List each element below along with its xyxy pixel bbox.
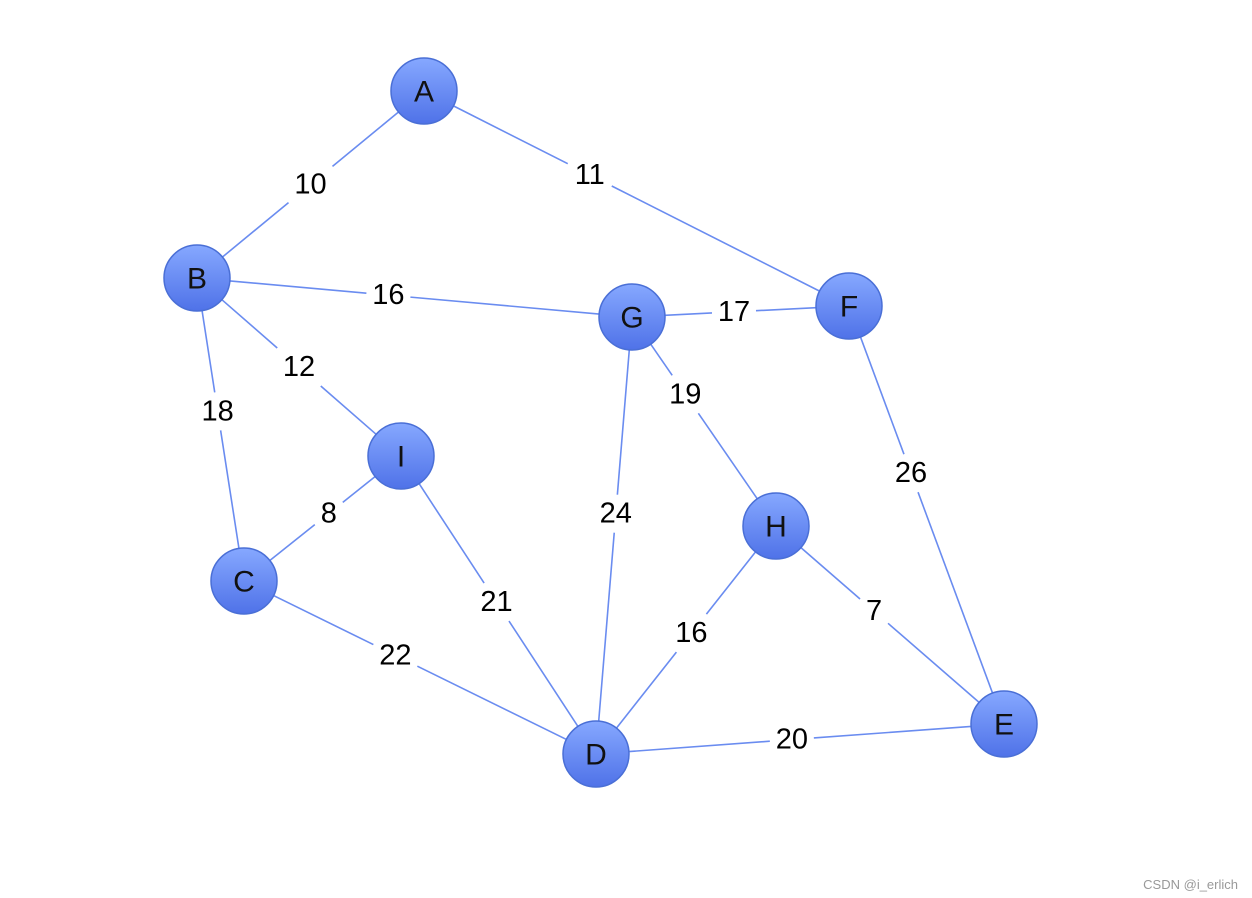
watermark: CSDN @i_erlich bbox=[1143, 877, 1238, 892]
node-E: E bbox=[970, 690, 1038, 758]
node-circle-E bbox=[970, 690, 1038, 758]
edge-weights-layer: 10 11 16 12 18 17 19 24 26 8 21 22 16 7 20 bbox=[202, 159, 928, 756]
edge-weight-B-I: 12 bbox=[283, 351, 315, 383]
edge-C-D-end bbox=[417, 665, 567, 741]
node-circle-H bbox=[742, 492, 810, 560]
edge-weight-I-D: 21 bbox=[480, 586, 512, 618]
node-F: F bbox=[815, 272, 883, 340]
node-G: G bbox=[598, 283, 666, 351]
node-D: D bbox=[562, 720, 630, 788]
node-circle-D bbox=[562, 720, 630, 788]
edge-H-D-start bbox=[705, 551, 757, 615]
node-label-I: I bbox=[397, 441, 405, 474]
edge-weight-H-D: 16 bbox=[675, 617, 707, 649]
edge-B-I-start bbox=[221, 299, 278, 349]
node-label-F: F bbox=[840, 291, 858, 324]
node-B: B bbox=[163, 244, 231, 312]
edge-B-G-start bbox=[229, 280, 367, 294]
edge-G-H-start bbox=[650, 343, 673, 376]
edge-weight-C-D: 22 bbox=[379, 639, 411, 671]
edge-F-E-end bbox=[917, 491, 994, 694]
edge-B-G-end bbox=[410, 296, 600, 315]
edge-weight-D-E: 20 bbox=[776, 724, 808, 756]
node-label-D: D bbox=[585, 739, 607, 772]
edge-C-D-start bbox=[273, 594, 374, 646]
node-label-B: B bbox=[187, 263, 207, 296]
node-label-E: E bbox=[994, 709, 1014, 742]
node-circle-B bbox=[163, 244, 231, 312]
edge-H-D-end bbox=[615, 651, 678, 729]
edge-G-F-start bbox=[664, 312, 713, 317]
edge-weight-H-E: 7 bbox=[866, 595, 882, 627]
node-label-A: A bbox=[414, 76, 434, 109]
edge-weight-A-B: 10 bbox=[294, 169, 326, 201]
node-circle-G bbox=[598, 283, 666, 351]
edge-D-E-end bbox=[813, 725, 972, 739]
node-label-H: H bbox=[765, 511, 787, 544]
edge-A-F-end bbox=[611, 185, 820, 292]
edge-weight-B-C: 18 bbox=[202, 395, 234, 427]
edge-weight-A-F: 11 bbox=[575, 159, 605, 191]
edge-G-H-end bbox=[697, 412, 758, 500]
edges-layer bbox=[201, 105, 994, 753]
edge-H-E-end bbox=[887, 622, 980, 703]
node-H: H bbox=[742, 492, 810, 560]
edge-A-B-end bbox=[221, 202, 290, 258]
edge-D-E-start bbox=[628, 740, 770, 753]
node-label-G: G bbox=[620, 302, 643, 335]
edge-weight-F-E: 26 bbox=[895, 457, 927, 489]
edge-I-C-end bbox=[269, 524, 316, 562]
edge-F-E-start bbox=[859, 336, 905, 455]
node-I: I bbox=[367, 422, 435, 490]
edge-G-D-end bbox=[597, 532, 616, 722]
node-circle-A bbox=[390, 57, 458, 125]
edge-weight-G-F: 17 bbox=[718, 296, 750, 328]
edge-weight-G-H: 19 bbox=[669, 378, 701, 410]
node-circle-C bbox=[210, 547, 278, 615]
edge-weight-B-G: 16 bbox=[372, 279, 404, 311]
edge-B-C-end bbox=[219, 430, 240, 549]
edge-weight-G-D: 24 bbox=[600, 498, 632, 530]
edge-B-C-start bbox=[201, 310, 216, 393]
node-circle-F bbox=[815, 272, 883, 340]
edge-A-B-start bbox=[331, 111, 400, 167]
edge-I-C-start bbox=[342, 475, 376, 503]
node-circle-I bbox=[367, 422, 435, 490]
edge-B-I-end bbox=[320, 385, 377, 435]
edge-weight-I-C: 8 bbox=[321, 498, 337, 530]
edge-A-F-start bbox=[453, 105, 569, 165]
edge-I-D-start bbox=[418, 483, 485, 584]
node-label-C: C bbox=[233, 566, 255, 599]
nodes-layer: A B C D E F G H I bbox=[163, 57, 1038, 788]
edge-H-E-start bbox=[800, 547, 861, 600]
edge-I-D-end bbox=[508, 620, 579, 727]
node-C: C bbox=[210, 547, 278, 615]
edge-G-F-end bbox=[755, 306, 817, 312]
edge-G-D-start bbox=[616, 349, 631, 495]
node-A: A bbox=[390, 57, 458, 125]
